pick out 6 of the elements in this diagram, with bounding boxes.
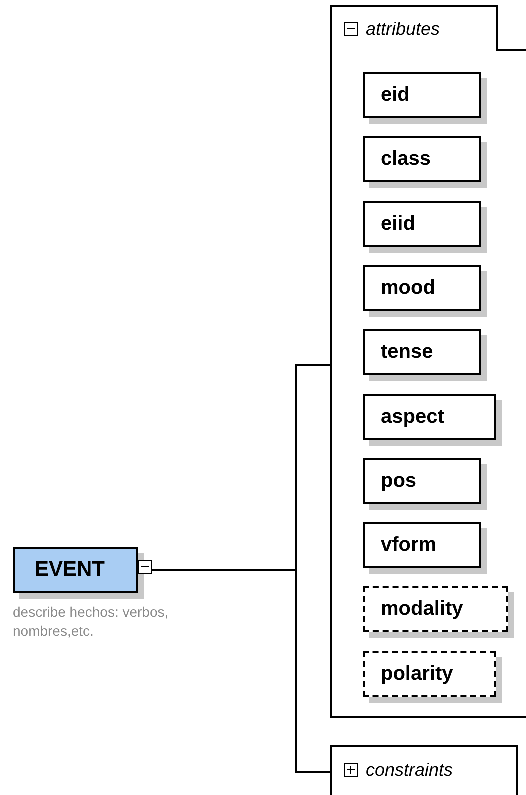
group-label: constraints: [366, 758, 454, 782]
group-tab: [330, 745, 518, 795]
group-label: attributes: [366, 18, 440, 40]
connector-line: [152, 569, 330, 773]
description-text: describe hechos: verbos, nombres,etc.: [13, 604, 169, 639]
group-panel: [330, 5, 526, 718]
